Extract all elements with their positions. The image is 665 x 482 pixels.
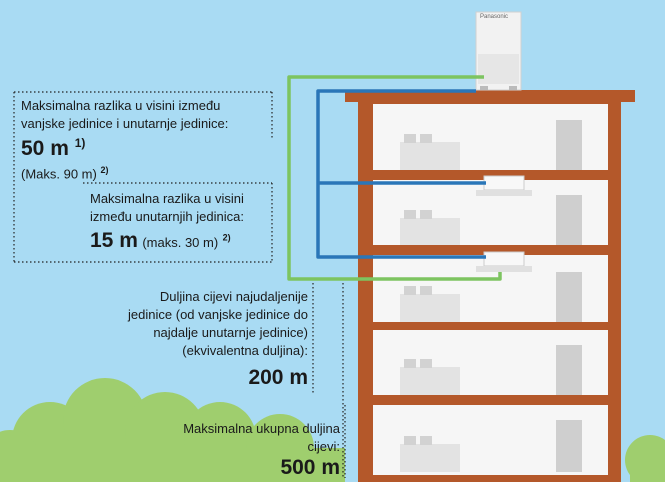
height-indoor-indoor-max-note: 2) bbox=[222, 232, 231, 243]
height-outdoor-indoor-value-text: 50 m bbox=[21, 137, 69, 160]
height-outdoor-indoor-max-text: (Maks. 90 m) bbox=[21, 166, 97, 182]
total-pipe-length-label: Maksimalna ukupna duljina cijevi: bbox=[120, 420, 340, 456]
pipe-length-farthest-line3: najdalje unutarnje jedinice) bbox=[153, 325, 308, 340]
height-indoor-indoor-value: 15 m (maks. 30 m) 2) bbox=[90, 229, 231, 253]
height-indoor-indoor-value-text: 15 m bbox=[90, 229, 138, 252]
indoor-unit-lower bbox=[476, 251, 532, 272]
height-indoor-indoor-line1: Maksimalna razlika u visini bbox=[90, 191, 244, 206]
total-pipe-length-value: 500 m bbox=[280, 456, 340, 479]
pipe-length-farthest-value: 200 m bbox=[248, 366, 308, 389]
total-pipe-length-line2: cijevi: bbox=[307, 439, 340, 454]
height-indoor-indoor-max: (maks. 30 m) bbox=[142, 235, 219, 250]
building-illustration bbox=[345, 90, 635, 482]
building-roof bbox=[345, 90, 635, 102]
pipe-length-farthest-label: Duljina cijevi najudaljenije jedinice (o… bbox=[90, 288, 308, 360]
height-indoor-indoor-label: Maksimalna razlika u visini između unuta… bbox=[90, 190, 270, 226]
outdoor-unit-brand: Panasonic bbox=[480, 14, 509, 20]
pipe-green bbox=[287, 75, 502, 281]
height-outdoor-indoor-label: Maksimalna razlika u visini između vanjs… bbox=[21, 97, 271, 133]
height-outdoor-indoor-value: 50 m 1) bbox=[21, 136, 85, 161]
pipe-length-farthest-line2: jedinice (od vanjske jedinice do bbox=[128, 307, 308, 322]
height-outdoor-indoor-line2: vanjske jedinice i unutarnje jedinice: bbox=[21, 116, 229, 131]
dimension-lines bbox=[13, 91, 346, 478]
pipe-length-farthest-line1: Duljina cijevi najudaljenije bbox=[159, 289, 308, 304]
pipe-blue bbox=[316, 89, 486, 259]
height-outdoor-indoor-max: (Maks. 90 m) 2) bbox=[21, 161, 108, 183]
furniture bbox=[400, 120, 582, 472]
bush-illustration bbox=[0, 378, 345, 482]
indoor-unit-upper bbox=[476, 175, 532, 196]
total-pipe-length-line1: Maksimalna ukupna duljina bbox=[183, 421, 340, 436]
height-outdoor-indoor-max-note: 2) bbox=[100, 165, 109, 175]
pipe-length-farthest-line4: (ekvivalentna duljina): bbox=[182, 343, 308, 358]
height-indoor-indoor-line2: između unutarnjih jedinica: bbox=[90, 209, 244, 224]
height-outdoor-indoor-line1: Maksimalna razlika u visini između bbox=[21, 98, 221, 113]
height-outdoor-indoor-note: 1) bbox=[74, 136, 86, 150]
bush-right-illustration bbox=[625, 435, 665, 482]
